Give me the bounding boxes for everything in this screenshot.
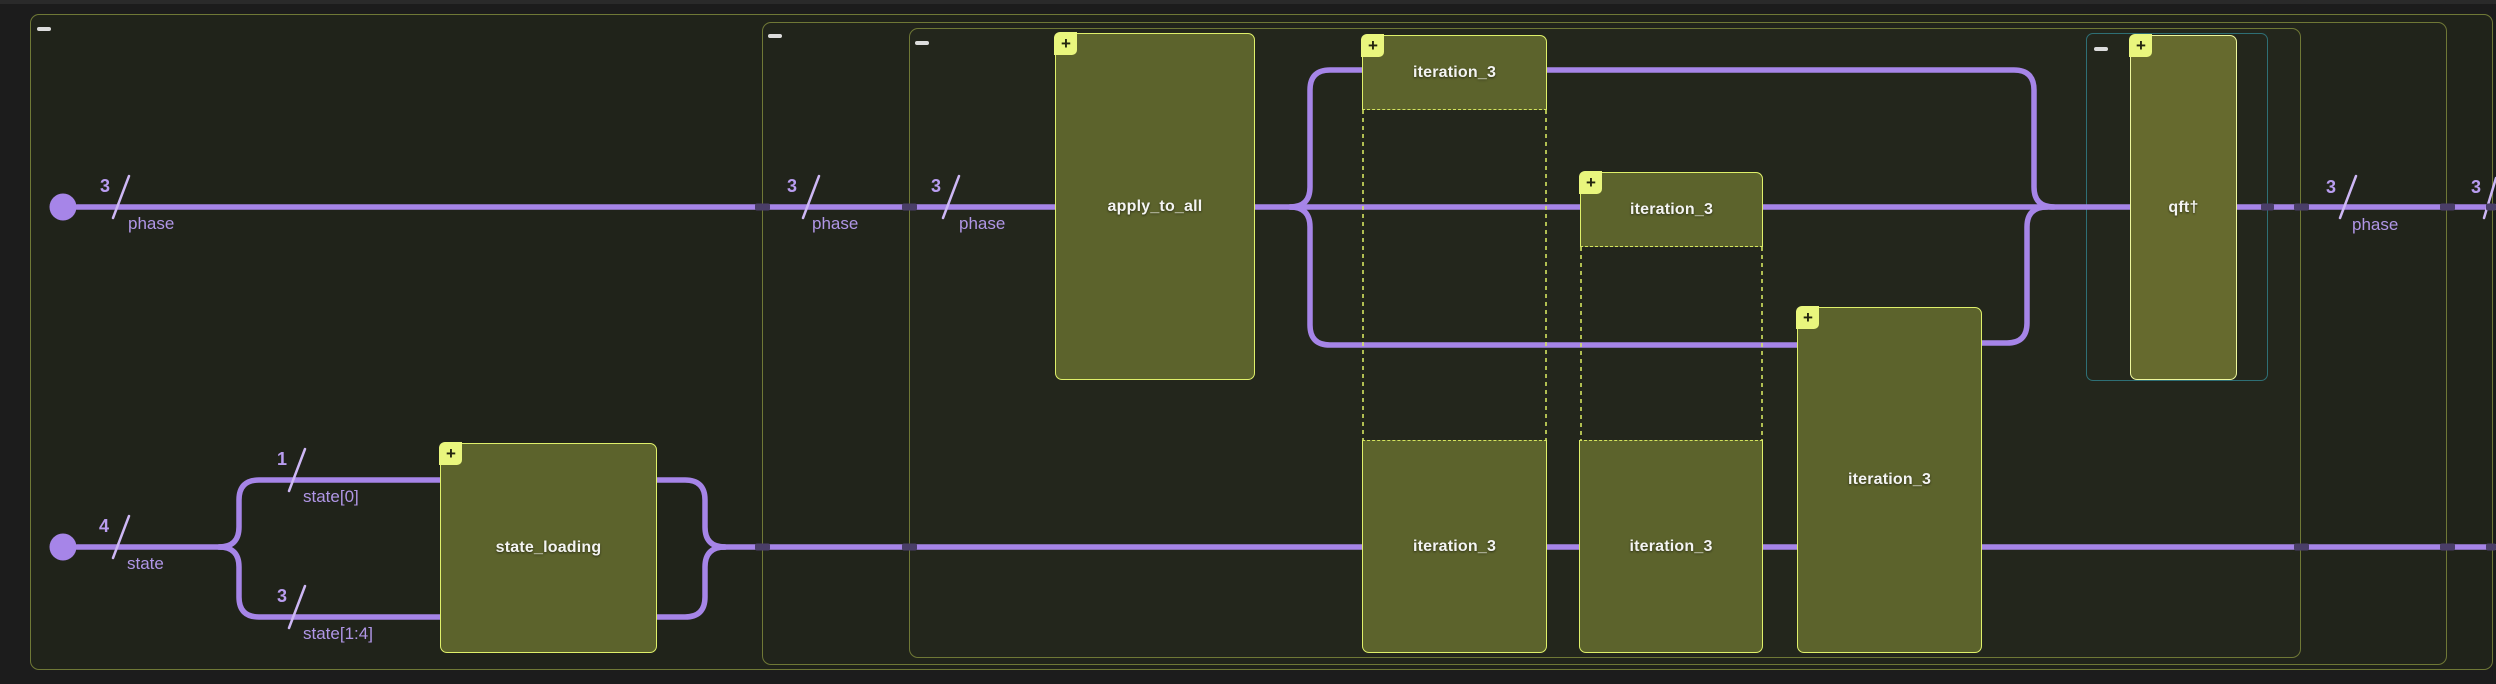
phase-bus-size-5: 3 [2471, 177, 2482, 197]
phase-merge-bottom [1979, 204, 2050, 346]
phase-bus-name-2: phase [812, 214, 859, 233]
state14-bus-size: 3 [277, 586, 288, 606]
expand-gate-button[interactable]: + [1796, 306, 1820, 330]
collapse-invert-scope-button[interactable] [2094, 44, 2110, 54]
phase-bus-size: 3 [100, 176, 111, 196]
phase-split-down [1287, 204, 1800, 348]
expand-gate-button[interactable]: + [1361, 34, 1385, 58]
gate-label: iteration_3 [1629, 200, 1714, 218]
state-register-dot [49, 533, 77, 561]
gate-state-loading[interactable]: + state_loading [439, 442, 657, 653]
border-crossing-notches [755, 203, 2496, 551]
state-bus-size: 4 [99, 516, 110, 536]
state-split-up [216, 477, 443, 550]
collapse-outer-scope-button[interactable] [37, 24, 53, 34]
gate-iteration-3-mid-lower[interactable]: iteration_3 [1579, 440, 1763, 653]
phase-bus-size-3: 3 [931, 176, 942, 196]
phase-bus-name-4: phase [2352, 215, 2399, 234]
canvas-top-strip [0, 0, 2496, 4]
state-merge-down [654, 544, 728, 620]
state-merge-up [654, 477, 728, 550]
gate-iteration-3-big[interactable]: + iteration_3 [1796, 306, 1982, 653]
gate-qft-dagger[interactable]: + qft† [2129, 34, 2237, 380]
expand-gate-button[interactable]: + [1054, 32, 1078, 56]
phase-bus-name: phase [128, 214, 175, 233]
expand-gate-button[interactable]: + [439, 442, 463, 466]
state-bus-name: state [127, 554, 164, 573]
expand-gate-button[interactable]: + [1579, 171, 1603, 195]
state0-bus-name: state[0] [303, 487, 359, 506]
gate-label: state_loading [495, 539, 602, 556]
bus-slashes [111, 174, 2496, 630]
collapse-second-scope-button[interactable] [768, 31, 784, 41]
gate-iteration-3-mid[interactable]: + iteration_3 [1579, 171, 1763, 247]
gate-label: iteration_3 [1847, 471, 1932, 488]
gate-label: apply_to_all [1107, 197, 1203, 215]
gate-iteration-3-top-lower[interactable]: iteration_3 [1362, 440, 1547, 653]
gate-label: iteration_3 [1412, 537, 1497, 555]
phase-bus-size-2: 3 [787, 176, 798, 196]
gate-iteration-3-top[interactable]: + iteration_3 [1361, 34, 1547, 110]
gate-label: iteration_3 [1629, 537, 1713, 555]
collapse-third-scope-button[interactable] [915, 38, 931, 48]
phase-split-up [1287, 67, 1365, 210]
gate-label: iteration_3 [1412, 63, 1497, 81]
gate-extent-dashes [1362, 110, 1763, 441]
phase-bus-name-3: phase [959, 214, 1006, 233]
state14-bus-name: state[1:4] [303, 624, 373, 643]
expand-gate-button[interactable]: + [2129, 34, 2153, 58]
phase-bus-size-4: 3 [2326, 177, 2337, 197]
phase-register-dot [49, 193, 77, 221]
state-split-down [216, 544, 443, 620]
gate-apply-to-all[interactable]: + apply_to_all [1054, 32, 1255, 380]
gate-label: qft† [2168, 198, 2199, 216]
state0-bus-size: 1 [277, 449, 288, 469]
